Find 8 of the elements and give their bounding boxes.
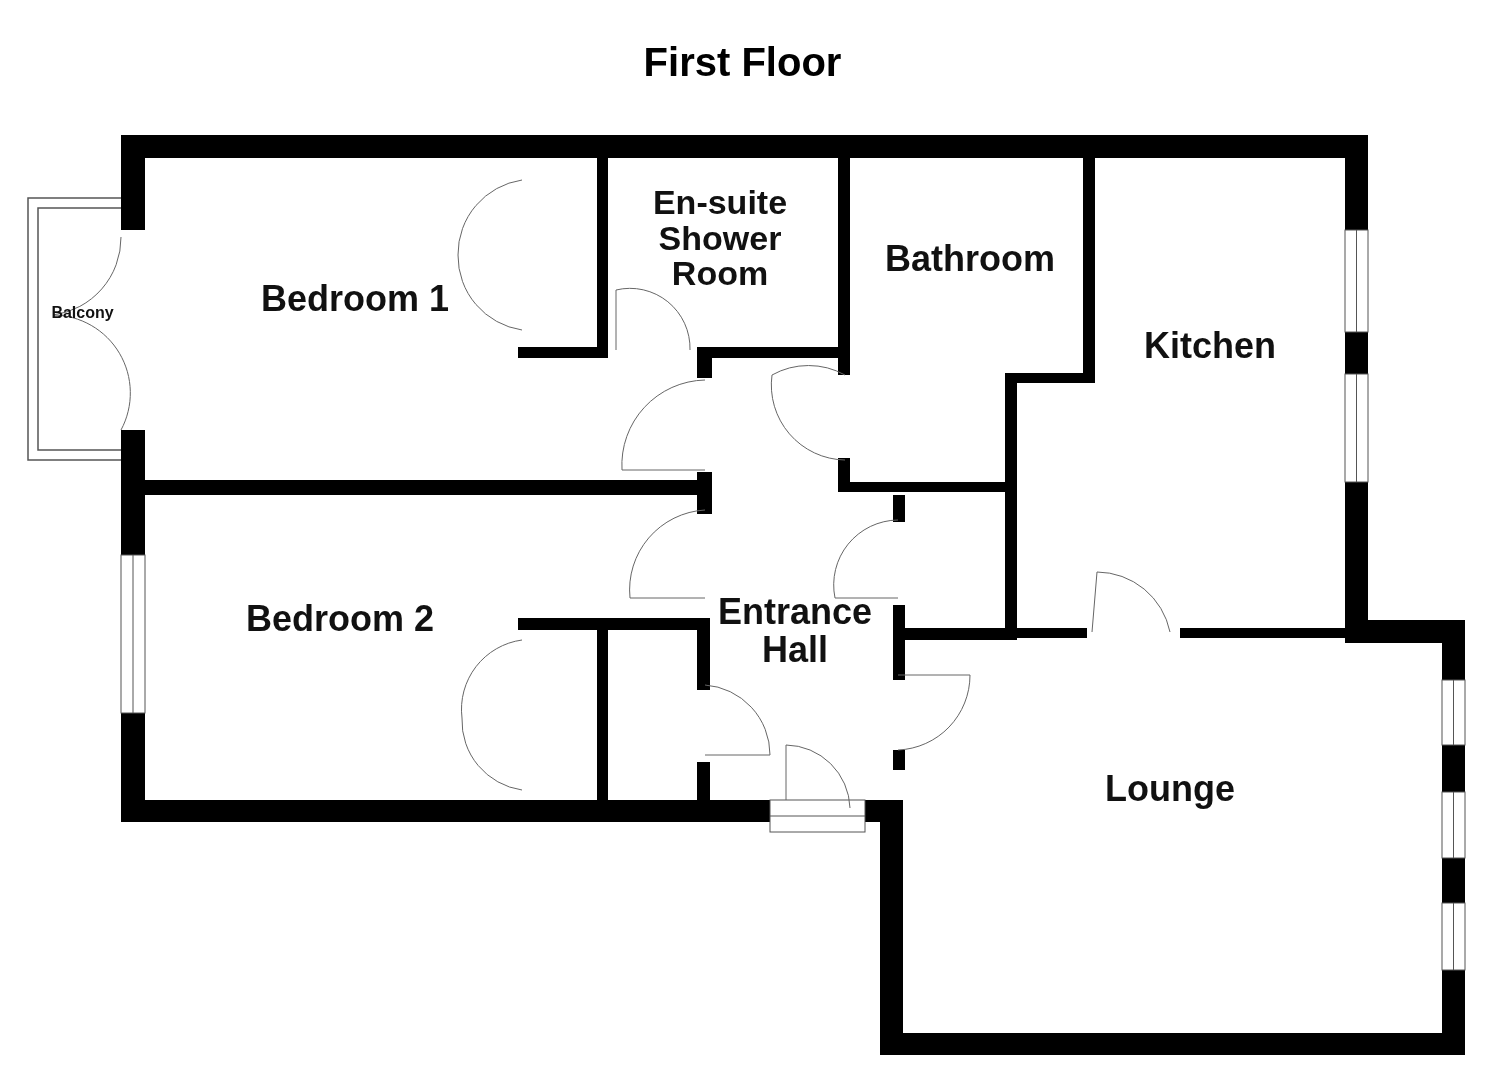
room-label: Bathroom xyxy=(860,240,1080,278)
room-label: Bedroom 1 xyxy=(240,280,470,318)
room-label: Kitchen xyxy=(1120,327,1300,365)
room-label: En-suite Shower Room xyxy=(630,185,810,293)
room-label: Entrance Hall xyxy=(700,593,890,669)
room-label: Lounge xyxy=(1080,770,1260,808)
plan-title: First Floor xyxy=(642,40,843,85)
room-label: Bedroom 2 xyxy=(225,600,455,638)
